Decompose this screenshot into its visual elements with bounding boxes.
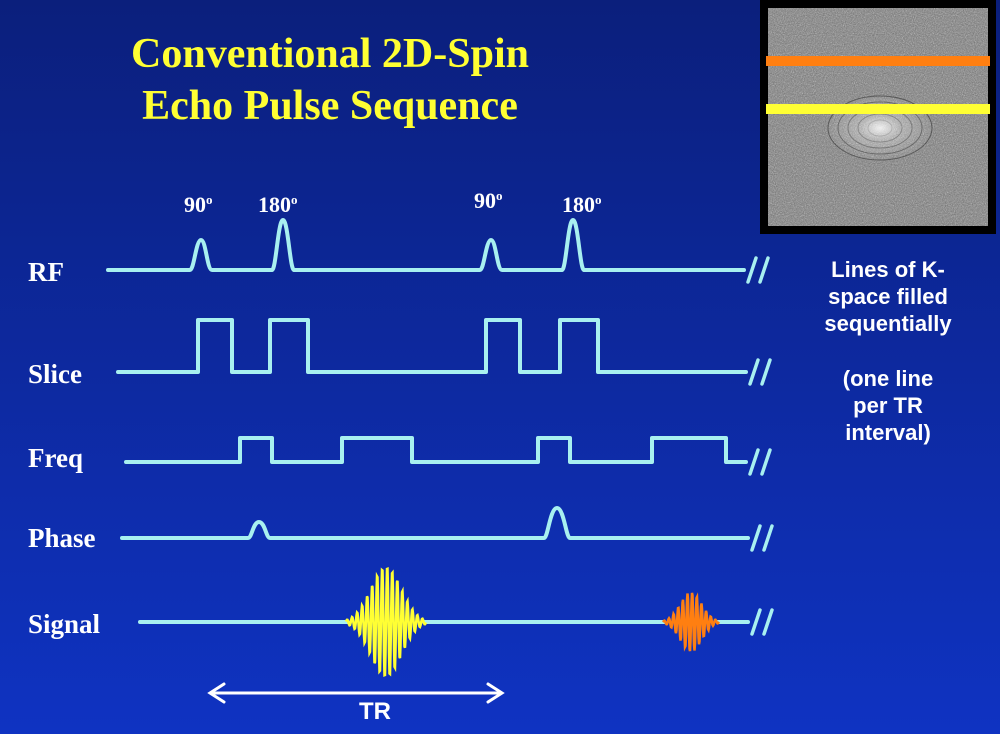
echo1-wave bbox=[344, 566, 428, 678]
row-label-signal: Signal bbox=[28, 609, 101, 639]
pulse-value-180-second: 180 bbox=[562, 192, 595, 217]
tr-label: TR bbox=[359, 698, 391, 725]
row-label-freq: Freq bbox=[28, 443, 83, 473]
row-label-phase: Phase bbox=[28, 523, 96, 553]
page-title: Conventional 2D-Spin Echo Pulse Sequence bbox=[60, 28, 600, 132]
side-note-spacer bbox=[776, 337, 1000, 365]
pulse-value-90-second: 90 bbox=[474, 188, 496, 213]
echo-signal-2 bbox=[661, 592, 721, 652]
pulse-label-90-first: 90o bbox=[184, 188, 213, 217]
degree-mark: o bbox=[595, 192, 602, 207]
pulse-label-90-second: 90o bbox=[474, 184, 503, 213]
pulse-label-180-second: 180o bbox=[562, 188, 602, 217]
slice-break-mark bbox=[748, 358, 772, 386]
row-label-rf: RF bbox=[28, 257, 64, 287]
phase-break-mark bbox=[750, 524, 774, 552]
k-space-line-orange bbox=[766, 56, 990, 66]
side-note-line-6: interval) bbox=[845, 420, 931, 445]
side-note-line-4: (one line bbox=[842, 366, 934, 391]
pulse-value-180-first: 180 bbox=[258, 192, 291, 217]
side-note-line-3: sequentially bbox=[824, 311, 952, 336]
k-space-image-svg bbox=[766, 8, 990, 226]
echo-signal-1 bbox=[344, 566, 428, 678]
echo2-wave bbox=[661, 592, 721, 652]
freq-break-mark bbox=[748, 448, 772, 476]
degree-mark: o bbox=[496, 188, 503, 203]
rf-break-mark bbox=[746, 256, 770, 284]
side-note-line-1: Lines of K- bbox=[831, 257, 945, 282]
title-line-2: Echo Pulse Sequence bbox=[142, 83, 518, 129]
tr-arrow bbox=[207, 682, 505, 704]
freq-trace bbox=[124, 436, 748, 464]
k-space-image bbox=[760, 0, 996, 234]
side-note: Lines of K- space filled sequentially (o… bbox=[776, 256, 1000, 446]
pulse-value-90-first: 90 bbox=[184, 192, 206, 217]
phase-trace bbox=[120, 506, 750, 540]
slice-trace bbox=[116, 318, 748, 374]
degree-mark: o bbox=[206, 192, 213, 207]
row-label-slice: Slice bbox=[28, 359, 82, 389]
signal-break-mark bbox=[750, 608, 774, 636]
k-space-line-yellow bbox=[766, 104, 990, 114]
rf-trace bbox=[106, 218, 746, 272]
pulse-label-180-first: 180o bbox=[258, 188, 298, 217]
side-note-line-2: space filled bbox=[828, 284, 948, 309]
title-line-1: Conventional 2D-Spin bbox=[131, 31, 529, 77]
side-note-line-5: per TR bbox=[853, 393, 923, 418]
degree-mark: o bbox=[291, 192, 298, 207]
